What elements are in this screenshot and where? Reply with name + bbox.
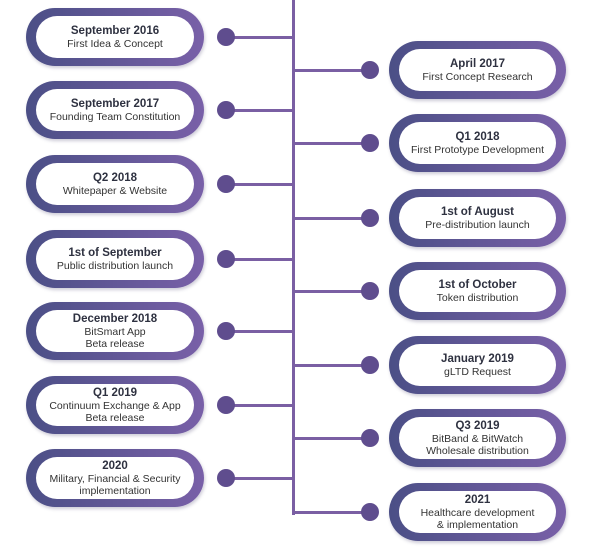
milestone-connector (226, 404, 293, 407)
milestone-date: December 2018 (72, 312, 158, 325)
milestone-dot (217, 175, 235, 193)
milestone-connector (226, 330, 293, 333)
milestone-date: September 2017 (70, 97, 160, 110)
milestone-date: 2020 (102, 459, 128, 472)
milestone-connector (293, 69, 369, 72)
milestone-connector (226, 36, 293, 39)
milestone-description: Healthcare development & implementation (420, 506, 535, 531)
milestone-date: Q3 2019 (455, 419, 500, 432)
milestone-connector (293, 437, 369, 440)
milestone-dot (361, 503, 379, 521)
milestone-dot (217, 322, 235, 340)
milestone-description: gLTD Request (444, 365, 511, 378)
milestone-date: April 2017 (450, 57, 505, 70)
milestone-date: January 2019 (441, 352, 514, 365)
milestone-dot (217, 469, 235, 487)
milestone-description: Token distribution (436, 291, 519, 304)
milestone-connector (226, 477, 293, 480)
milestone-dot (217, 28, 235, 46)
milestone-date: 1st of August (440, 205, 515, 218)
milestone-description: First Idea & Concept (67, 37, 163, 50)
milestone-date: Q2 2018 (92, 171, 138, 184)
milestone-dot (361, 134, 379, 152)
milestone-description: Whitepaper & Website (62, 184, 168, 197)
milestone-description: First Prototype Development (410, 143, 545, 156)
milestone-dot (361, 282, 379, 300)
milestone-date: 2021 (464, 493, 491, 506)
milestone-date: September 2016 (70, 24, 160, 37)
milestone-date: 1st of September (68, 246, 162, 259)
milestone-description: Founding Team Constitution (49, 110, 181, 123)
milestone-connector (293, 511, 369, 514)
milestone-connector (226, 109, 293, 112)
milestone-description: BitBand & BitWatch Wholesale distributio… (426, 432, 529, 457)
milestone-dot (217, 250, 235, 268)
milestone-dot (361, 356, 379, 374)
milestone-description: Military, Financial & Security implement… (49, 472, 181, 497)
milestone-connector (293, 364, 369, 367)
milestone-dot (217, 396, 235, 414)
milestone-date: Q1 2019 (92, 386, 138, 399)
milestone-date: 1st of October (438, 278, 517, 291)
milestone-dot (217, 101, 235, 119)
milestone-dot (361, 209, 379, 227)
milestone-connector (293, 142, 369, 145)
milestone-dot (361, 429, 379, 447)
milestone-description: BitSmart App Beta release (84, 325, 146, 350)
milestone-description: Public distribution launch (56, 259, 174, 272)
milestone-connector (293, 290, 369, 293)
milestone-connector (226, 183, 293, 186)
milestone-description: First Concept Research (422, 70, 533, 83)
milestone-description: Continuum Exchange & App Beta release (49, 399, 181, 424)
milestone-date: Q1 2018 (455, 130, 500, 143)
milestone-dot (361, 61, 379, 79)
milestone-connector (293, 217, 369, 220)
milestone-description: Pre-distribution launch (425, 218, 530, 231)
milestone-connector (226, 258, 293, 261)
timeline-spine (292, 0, 295, 515)
